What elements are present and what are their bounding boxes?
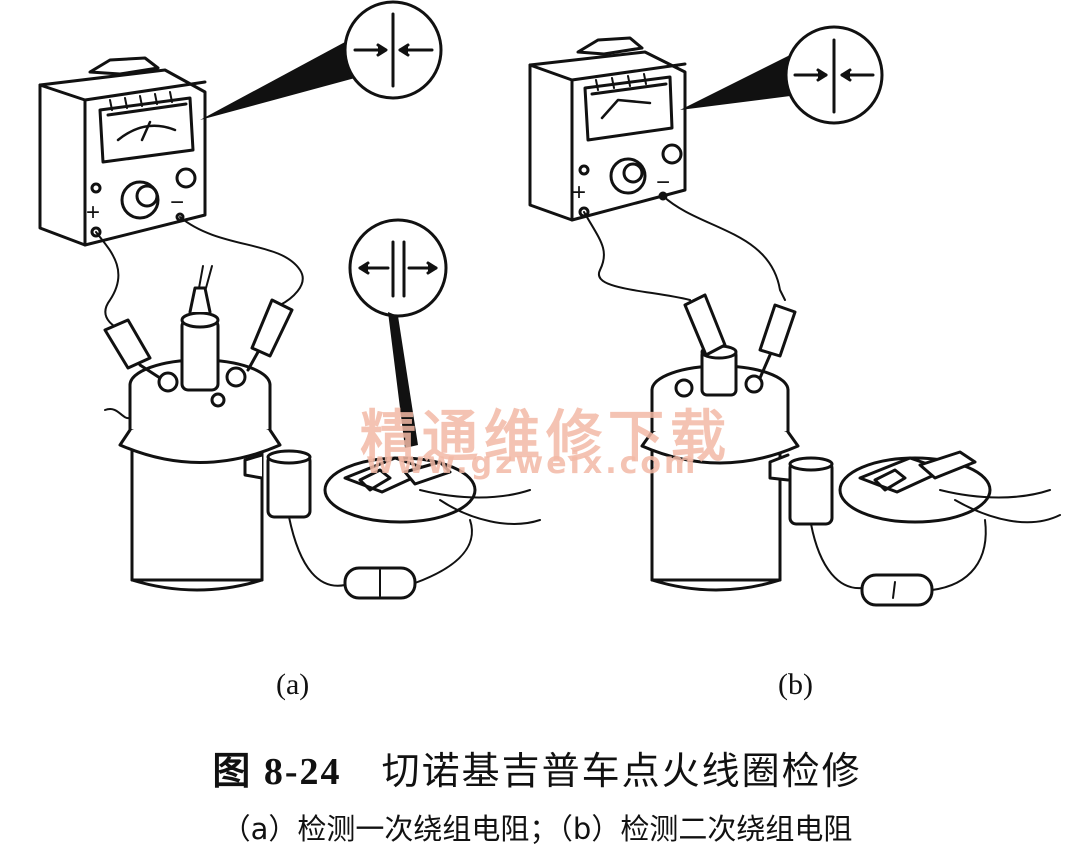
ignition-coil-a <box>103 265 473 600</box>
distributor-points-a <box>323 456 541 525</box>
plus-marking: + <box>572 179 586 206</box>
needle-callout-a <box>200 0 443 120</box>
multimeter-b: + − <box>528 36 687 222</box>
minus-marking: − <box>656 169 670 196</box>
watermark-text: 精通维修下载 <box>360 405 732 470</box>
ignition-coil-test-illustration: + − <box>38 0 1061 607</box>
watermark-url: www.gzweix.com <box>366 446 699 481</box>
ignition-coil-b <box>640 293 987 607</box>
panel-a: + − <box>38 0 541 600</box>
figure-subcaption: （a）检测一次绕组电阻；（b）检测二次绕组电阻 <box>221 812 853 846</box>
needle-callout-b <box>680 25 884 125</box>
plus-marking: + <box>86 199 100 226</box>
contact-callout-a <box>348 218 448 448</box>
multimeter-a: + − <box>38 56 207 247</box>
minus-marking: − <box>170 189 184 216</box>
caption-number: 图 8-24 <box>212 751 342 793</box>
panel-a-label: (a) <box>276 668 310 701</box>
panel-b-label: (b) <box>778 668 813 701</box>
caption-title: 切诺基吉普车点火线圈检修 <box>381 749 862 793</box>
panel-b: + − <box>528 25 1061 607</box>
distributor-points-b <box>838 450 1061 524</box>
figure-caption: 图 8-24 切诺基吉普车点火线圈检修 <box>0 740 1074 795</box>
